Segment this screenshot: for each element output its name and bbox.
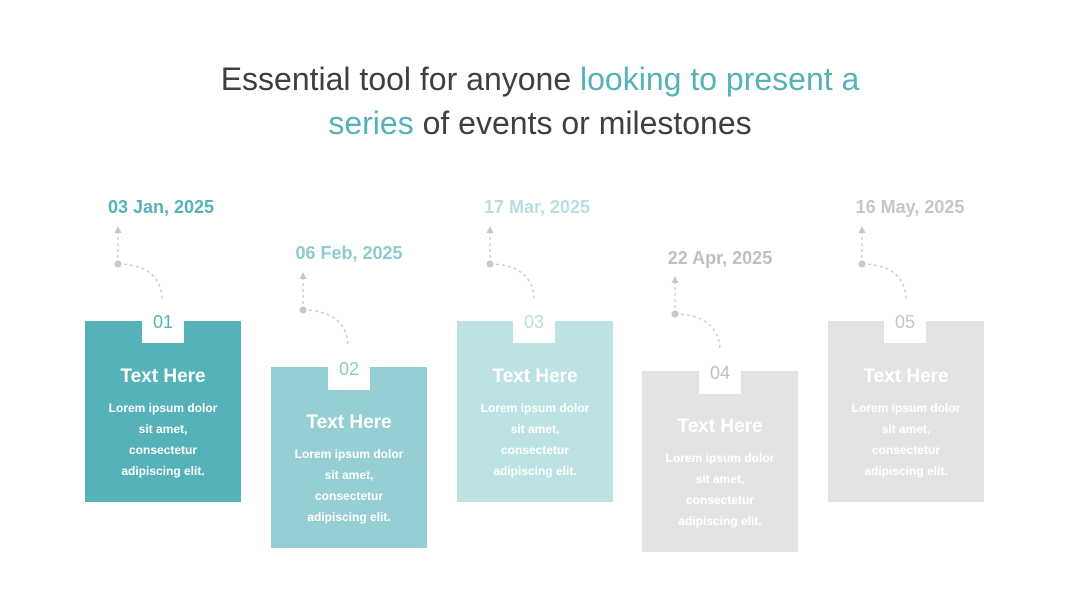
milestone-description: Lorem ipsum dolor sit amet, consectetur … xyxy=(851,401,961,478)
connector-dot xyxy=(671,310,679,318)
milestone-date: 06 Feb, 2025 xyxy=(295,243,403,263)
connector-dot xyxy=(486,260,494,268)
connector-dot xyxy=(858,260,866,268)
arrow-up-icon xyxy=(486,226,494,233)
arrow-up-icon xyxy=(671,276,679,283)
title-line-2: series of events or milestones xyxy=(0,101,1080,145)
milestone-card: Text Here Lorem ipsum dolor sit amet, co… xyxy=(642,371,798,552)
milestone-description: Lorem ipsum dolor sit amet, consectetur … xyxy=(665,451,775,528)
connector-dot xyxy=(299,306,307,314)
milestone-card: Text Here Lorem ipsum dolor sit amet, co… xyxy=(828,321,984,502)
connector-curve xyxy=(489,263,535,301)
title-accent-text: series xyxy=(328,105,414,141)
connector-curve xyxy=(302,309,349,348)
title-accent-text: looking to present a xyxy=(580,61,860,97)
title-plain-text: of events or milestones xyxy=(413,105,752,141)
milestone-date: 17 Mar, 2025 xyxy=(483,197,591,217)
milestone-number-badge: 03 xyxy=(513,301,555,343)
title-plain-text: Essential tool for anyone xyxy=(220,61,581,97)
milestone-card: Text Here Lorem ipsum dolor sit amet, co… xyxy=(271,367,427,548)
milestone-heading: Text Here xyxy=(120,366,206,387)
milestone-card: Text Here Lorem ipsum dolor sit amet, co… xyxy=(85,321,241,502)
milestone-description: Lorem ipsum dolor sit amet, consectetur … xyxy=(294,447,404,524)
arrow-up-icon xyxy=(114,226,122,233)
milestone-number-badge: 02 xyxy=(328,348,370,390)
title-line-1: Essential tool for anyone looking to pre… xyxy=(0,57,1080,101)
milestone-description: Lorem ipsum dolor sit amet, consectetur … xyxy=(108,401,218,478)
milestone-heading: Text Here xyxy=(677,416,763,437)
milestone-card: Text Here Lorem ipsum dolor sit amet, co… xyxy=(457,321,613,502)
milestone-number-badge: 04 xyxy=(699,352,741,394)
connector-curve xyxy=(861,263,907,301)
milestone-date: 16 May, 2025 xyxy=(855,197,965,217)
milestone-heading: Text Here xyxy=(306,412,392,433)
arrow-up-icon xyxy=(299,272,307,279)
connector-curve xyxy=(117,263,163,301)
milestone-heading: Text Here xyxy=(492,366,578,387)
connector-curve xyxy=(674,313,721,352)
milestone-number-badge: 01 xyxy=(142,301,184,343)
milestone-number-badge: 05 xyxy=(884,301,926,343)
milestone-description: Lorem ipsum dolor sit amet, consectetur … xyxy=(480,401,590,478)
milestone-date: 22 Apr, 2025 xyxy=(667,248,773,268)
connector-dot xyxy=(114,260,122,268)
milestone-heading: Text Here xyxy=(863,366,949,387)
milestone-date: 03 Jan, 2025 xyxy=(107,197,215,217)
arrow-up-icon xyxy=(858,226,866,233)
